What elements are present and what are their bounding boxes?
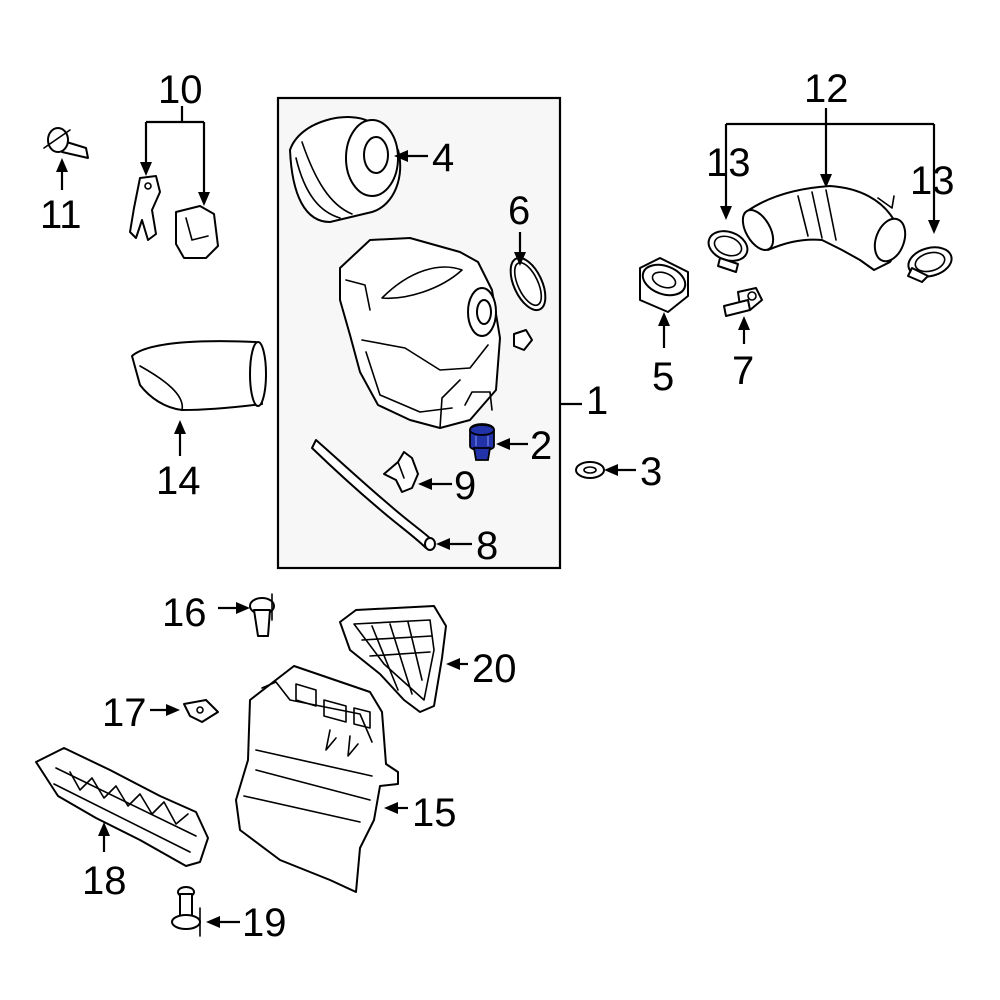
callout-3: 3 [640, 450, 662, 494]
callout-2: 2 [530, 424, 552, 468]
callout-15: 15 [412, 791, 457, 835]
housing-clip [513, 329, 533, 351]
callout-4: 4 [432, 136, 454, 180]
callout-10-bracket [144, 106, 206, 198]
part-11-bolt[interactable] [43, 127, 89, 159]
callout-20: 20 [472, 647, 517, 691]
part-10-clip-a[interactable] [129, 175, 161, 241]
callout-1: 1 [586, 379, 608, 423]
callout-18: 18 [82, 859, 127, 903]
callout-9: 9 [454, 464, 476, 508]
part-15-air-duct[interactable] [235, 665, 399, 893]
callout-10: 10 [158, 68, 203, 112]
part-12-intake-hose[interactable] [737, 185, 911, 271]
callout-6: 6 [508, 189, 530, 233]
callout-19: 19 [242, 901, 287, 945]
part-9-clip[interactable] [383, 451, 419, 493]
part-5-grommet[interactable] [639, 257, 690, 313]
part-19-pin[interactable] [171, 886, 201, 937]
part-6-ring[interactable] [503, 253, 552, 316]
part-16-bolt[interactable] [249, 593, 275, 637]
callout-13b: 13 [910, 159, 955, 203]
part-2-plug-highlighted[interactable] [469, 423, 495, 461]
part-13-clamp-left[interactable] [704, 226, 751, 273]
callout-12-bracket [724, 108, 936, 226]
callout-17: 17 [102, 691, 147, 735]
callout-5: 5 [652, 355, 674, 399]
part-20-inlet-grille[interactable] [339, 605, 447, 713]
callout-14: 14 [156, 459, 201, 503]
callout-8: 8 [476, 524, 498, 568]
callout-13a: 13 [706, 141, 751, 185]
part-13-clamp-right[interactable] [905, 243, 955, 283]
part-7-sensor[interactable] [723, 287, 763, 317]
part-8-hose[interactable] [311, 439, 436, 551]
part-1-air-cleaner-housing[interactable] [339, 237, 501, 429]
part-17-clip[interactable] [183, 699, 219, 723]
callout-16: 16 [162, 591, 207, 635]
part-4-filter[interactable] [289, 116, 402, 223]
part-10-clip-b[interactable] [175, 205, 219, 259]
callout-7: 7 [732, 349, 754, 393]
part-3-washer[interactable] [575, 461, 605, 479]
callout-11: 11 [40, 193, 82, 237]
part-14-intake-duct[interactable] [131, 340, 267, 411]
callout-12: 12 [804, 67, 849, 111]
part-18-grille-panel[interactable] [35, 747, 209, 867]
